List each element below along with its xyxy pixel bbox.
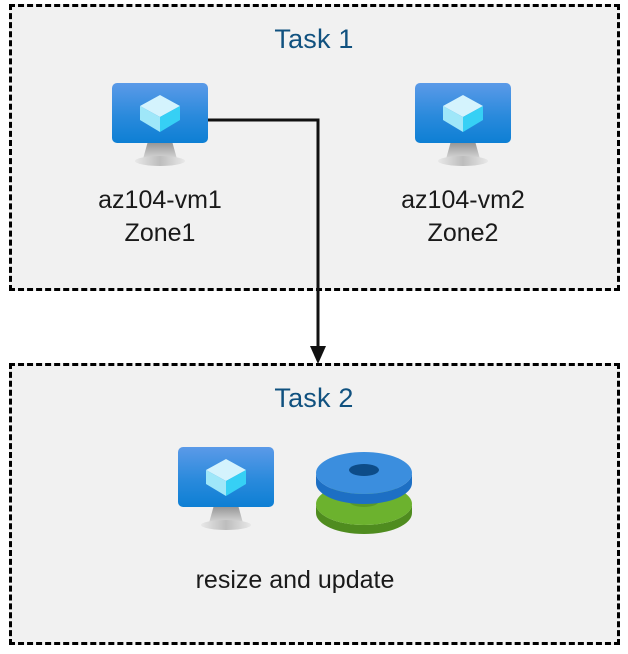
azure-virtual-machine-icon [112, 83, 208, 166]
node-az104-vm1[interactable]: az104-vm1 Zone1 [55, 78, 265, 250]
task-1-title: Task 1 [274, 24, 354, 54]
icon-row [358, 78, 568, 172]
task-2-title: Task 2 [274, 383, 354, 413]
disk-blue [316, 452, 412, 504]
node-label-az104-vm1: az104-vm1 Zone1 [98, 186, 222, 247]
azure-disks-icon [316, 452, 412, 534]
task-2-container [9, 363, 620, 645]
arrowhead-icon [310, 346, 326, 364]
node-resize-and-update[interactable]: resize and update [140, 442, 450, 597]
azure-virtual-machine-icon [415, 83, 511, 166]
node-label-resize-and-update: resize and update [195, 566, 395, 594]
node-az104-vm2[interactable]: az104-vm2 Zone2 [358, 78, 568, 250]
icon-row [55, 78, 265, 172]
node-label-az104-vm2: az104-vm2 Zone2 [401, 186, 525, 247]
azure-virtual-machine-icon [178, 447, 274, 530]
icon-row [140, 442, 450, 536]
